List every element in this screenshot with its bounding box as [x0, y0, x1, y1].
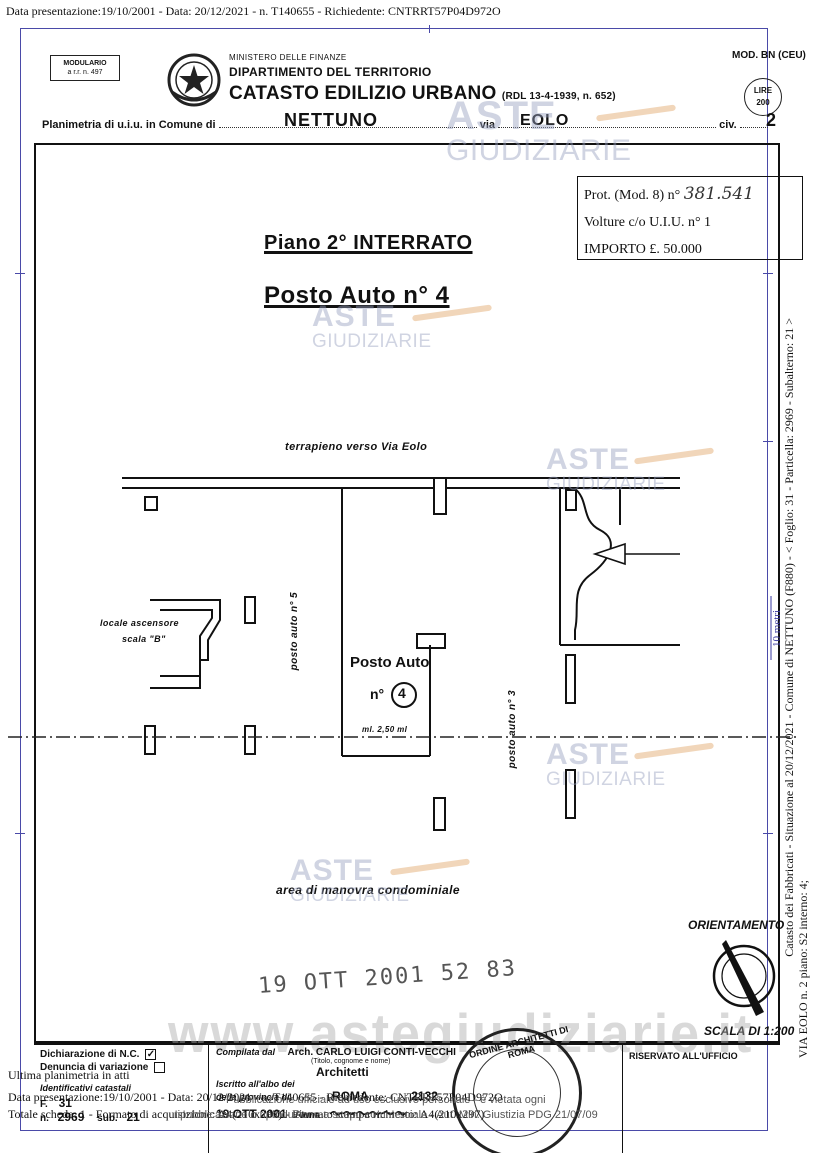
bottom-form-block: Dichiarazione di N.C. ✓ Denuncia di varia…: [34, 1043, 780, 1153]
foglio-value: 31: [58, 1096, 72, 1110]
prot-value: 381.541: [683, 184, 755, 204]
overlay-totale-line: Totale schede: 1 - Formato di acquisizio…: [8, 1107, 485, 1121]
scale-label: SCALA DI 1:200: [704, 1024, 795, 1038]
parking-5-label: posto auto n° 5: [289, 592, 300, 671]
modulario-ref: a r.r. n. 497: [67, 69, 103, 76]
office-reserved-box: RISERVATO ALL'UFFICIO: [622, 1043, 780, 1153]
protocol-stamp: Prot. (Mod. 8) n° 381.541 Volture c/o U.…: [577, 176, 803, 260]
form-model-code: MOD. BN (CEU): [732, 50, 806, 61]
stair-b-label: scala "B": [122, 634, 166, 644]
new-construction-checkbox: ✓: [145, 1048, 157, 1060]
compass-rose-icon: [712, 940, 776, 1016]
last-plan-line: Ultima planimetria in atti: [8, 1068, 130, 1082]
modulario-box: MODULARIO a r.r. n. 497: [50, 55, 120, 81]
comune-value: NETTUNO: [284, 110, 378, 130]
side-address-line: VIA EOLO n. 2 piano: S2 interno: 4;: [796, 880, 810, 1058]
title-hint: (Titolo, cognome e nome): [311, 1058, 391, 1065]
document-header-line: Data presentazione:19/10/2001 - Data: 20…: [6, 4, 501, 18]
civ-value: 2: [766, 110, 778, 130]
importo-line: IMPORTO £. 50.000: [584, 242, 702, 257]
department-name: DIPARTIMENTO DEL TERRITORIO: [229, 65, 432, 79]
parking-space-title: Posto Auto n° 4: [264, 282, 450, 309]
identifiers-label: Identificativi catastali: [40, 1083, 132, 1093]
posto-auto-n-label: n°: [370, 686, 385, 702]
signature-label: Firma: [295, 1110, 320, 1120]
form-header: MODULARIO a r.r. n. 497 MINISTERO DELLE …: [34, 50, 814, 140]
page-frame: [15, 25, 773, 1131]
planimetria-line: Planimetria di u.i.u. in Comune di via c…: [42, 118, 768, 131]
publication-note-2: ripubblicazione o riproduzione a scopo c…: [174, 1109, 598, 1121]
signature-scribble: ～～～～～～: [328, 1107, 407, 1122]
registered-label: Iscritto all'albo dei: [216, 1079, 295, 1089]
province-value: ROMA: [332, 1089, 369, 1103]
watermark-aste-5: ASTE GIUDIZIARIE: [290, 856, 471, 905]
architects-seal: ORDINE ARCHITETTI DI ROMA: [452, 1024, 582, 1153]
terrapieno-label: terrapieno verso Via Eolo: [285, 441, 428, 453]
catasto-name: CATASTO EDILIZIO URBANO: [229, 83, 497, 104]
orientation-label: ORIENTAMENTO: [688, 918, 785, 932]
province-label: della provincia di: [216, 1092, 290, 1102]
catasto-title: CATASTO EDILIZIO URBANO (RDL 13-4-1939, …: [229, 83, 616, 105]
italian-republic-emblem-icon: [167, 53, 221, 107]
watermark-aste-1: ASTE GIUDIZIARIE: [446, 96, 677, 166]
dimension-label: ml. 2,50 ml: [362, 725, 408, 734]
maneuver-area-label: area di manovra condominiale: [276, 883, 460, 897]
lire-circle: LIRE 200: [744, 78, 782, 116]
foglio-label: F.: [40, 1099, 48, 1110]
office-reserved-label: RISERVATO ALL'UFFICIO: [629, 1051, 738, 1061]
modulario-label: MODULARIO: [63, 60, 107, 67]
variation-label: Denuncia di variazione: [40, 1062, 149, 1073]
posto-auto-number: 4: [398, 685, 406, 701]
overlay-data-line: Data presentazione:19/10/2001 - Data: 20…: [8, 1090, 503, 1104]
lire-value: 200: [756, 98, 770, 107]
website-watermark: www.astegiudiziarie.it: [168, 1003, 754, 1065]
sub-label: sub.: [97, 1113, 118, 1124]
compiled-by-value: Arch. CARLO LUIGI CONTI-VECCHI: [287, 1047, 456, 1058]
architects-value: Architetti: [316, 1065, 369, 1079]
watermark-aste-2: ASTE GIUDIZIARIE: [312, 302, 493, 351]
watermark-aste-3: ASTE GIUDIZIARIE: [546, 445, 715, 494]
albo-number: 2132: [411, 1089, 438, 1103]
prot-line: Prot. (Mod. 8) n° 381.541: [584, 181, 796, 209]
n-label: n.: [40, 1113, 49, 1124]
via-value: EOLO: [520, 112, 570, 129]
elevator-room-label: locale ascensore: [100, 618, 179, 628]
variation-checkbox: [154, 1061, 166, 1073]
publication-note-1: Pubblicazione ufficiale ad uso esclusivo…: [226, 1094, 546, 1106]
compiled-by-label: Compilata dal: [216, 1047, 276, 1057]
parking-3-label: posto auto n° 3: [507, 690, 518, 769]
ministry-name: MINISTERO DELLE FINANZE: [229, 53, 347, 62]
posto-auto-label: Posto Auto: [350, 654, 430, 671]
via-label: via: [479, 119, 495, 131]
compiler-box: Compilata dal Arch. CARLO LUIGI CONTI-VE…: [212, 1043, 622, 1153]
volture-line: Volture c/o U.I.U. n° 1: [584, 215, 712, 230]
n-value: 2969: [57, 1110, 85, 1124]
lire-label: LIRE: [753, 86, 773, 95]
civ-label: civ.: [719, 119, 737, 131]
planimetria-label: Planimetria di u.i.u. in Comune di: [42, 119, 216, 131]
prot-label: Prot. (Mod. 8) n°: [584, 188, 681, 203]
sub-value: 21: [126, 1110, 140, 1124]
scale-meters-label: 10 metri: [771, 610, 783, 647]
declaration-box: Dichiarazione di N.C. ✓ Denuncia di varia…: [34, 1043, 209, 1153]
drawing-frame: [34, 143, 780, 1043]
new-construction-label: Dichiarazione di N.C.: [40, 1049, 140, 1060]
signature-date: 19 OTT 2001: [216, 1107, 287, 1121]
floor-title: Piano 2° INTERRATO: [264, 232, 473, 254]
watermark-aste-4: ASTE GIUDIZIARIE: [546, 740, 715, 789]
catasto-law: (RDL 13-4-1939, n. 652): [501, 91, 616, 102]
side-catasto-line: Catasto dei Fabbricati - Situazione al 2…: [782, 318, 796, 957]
